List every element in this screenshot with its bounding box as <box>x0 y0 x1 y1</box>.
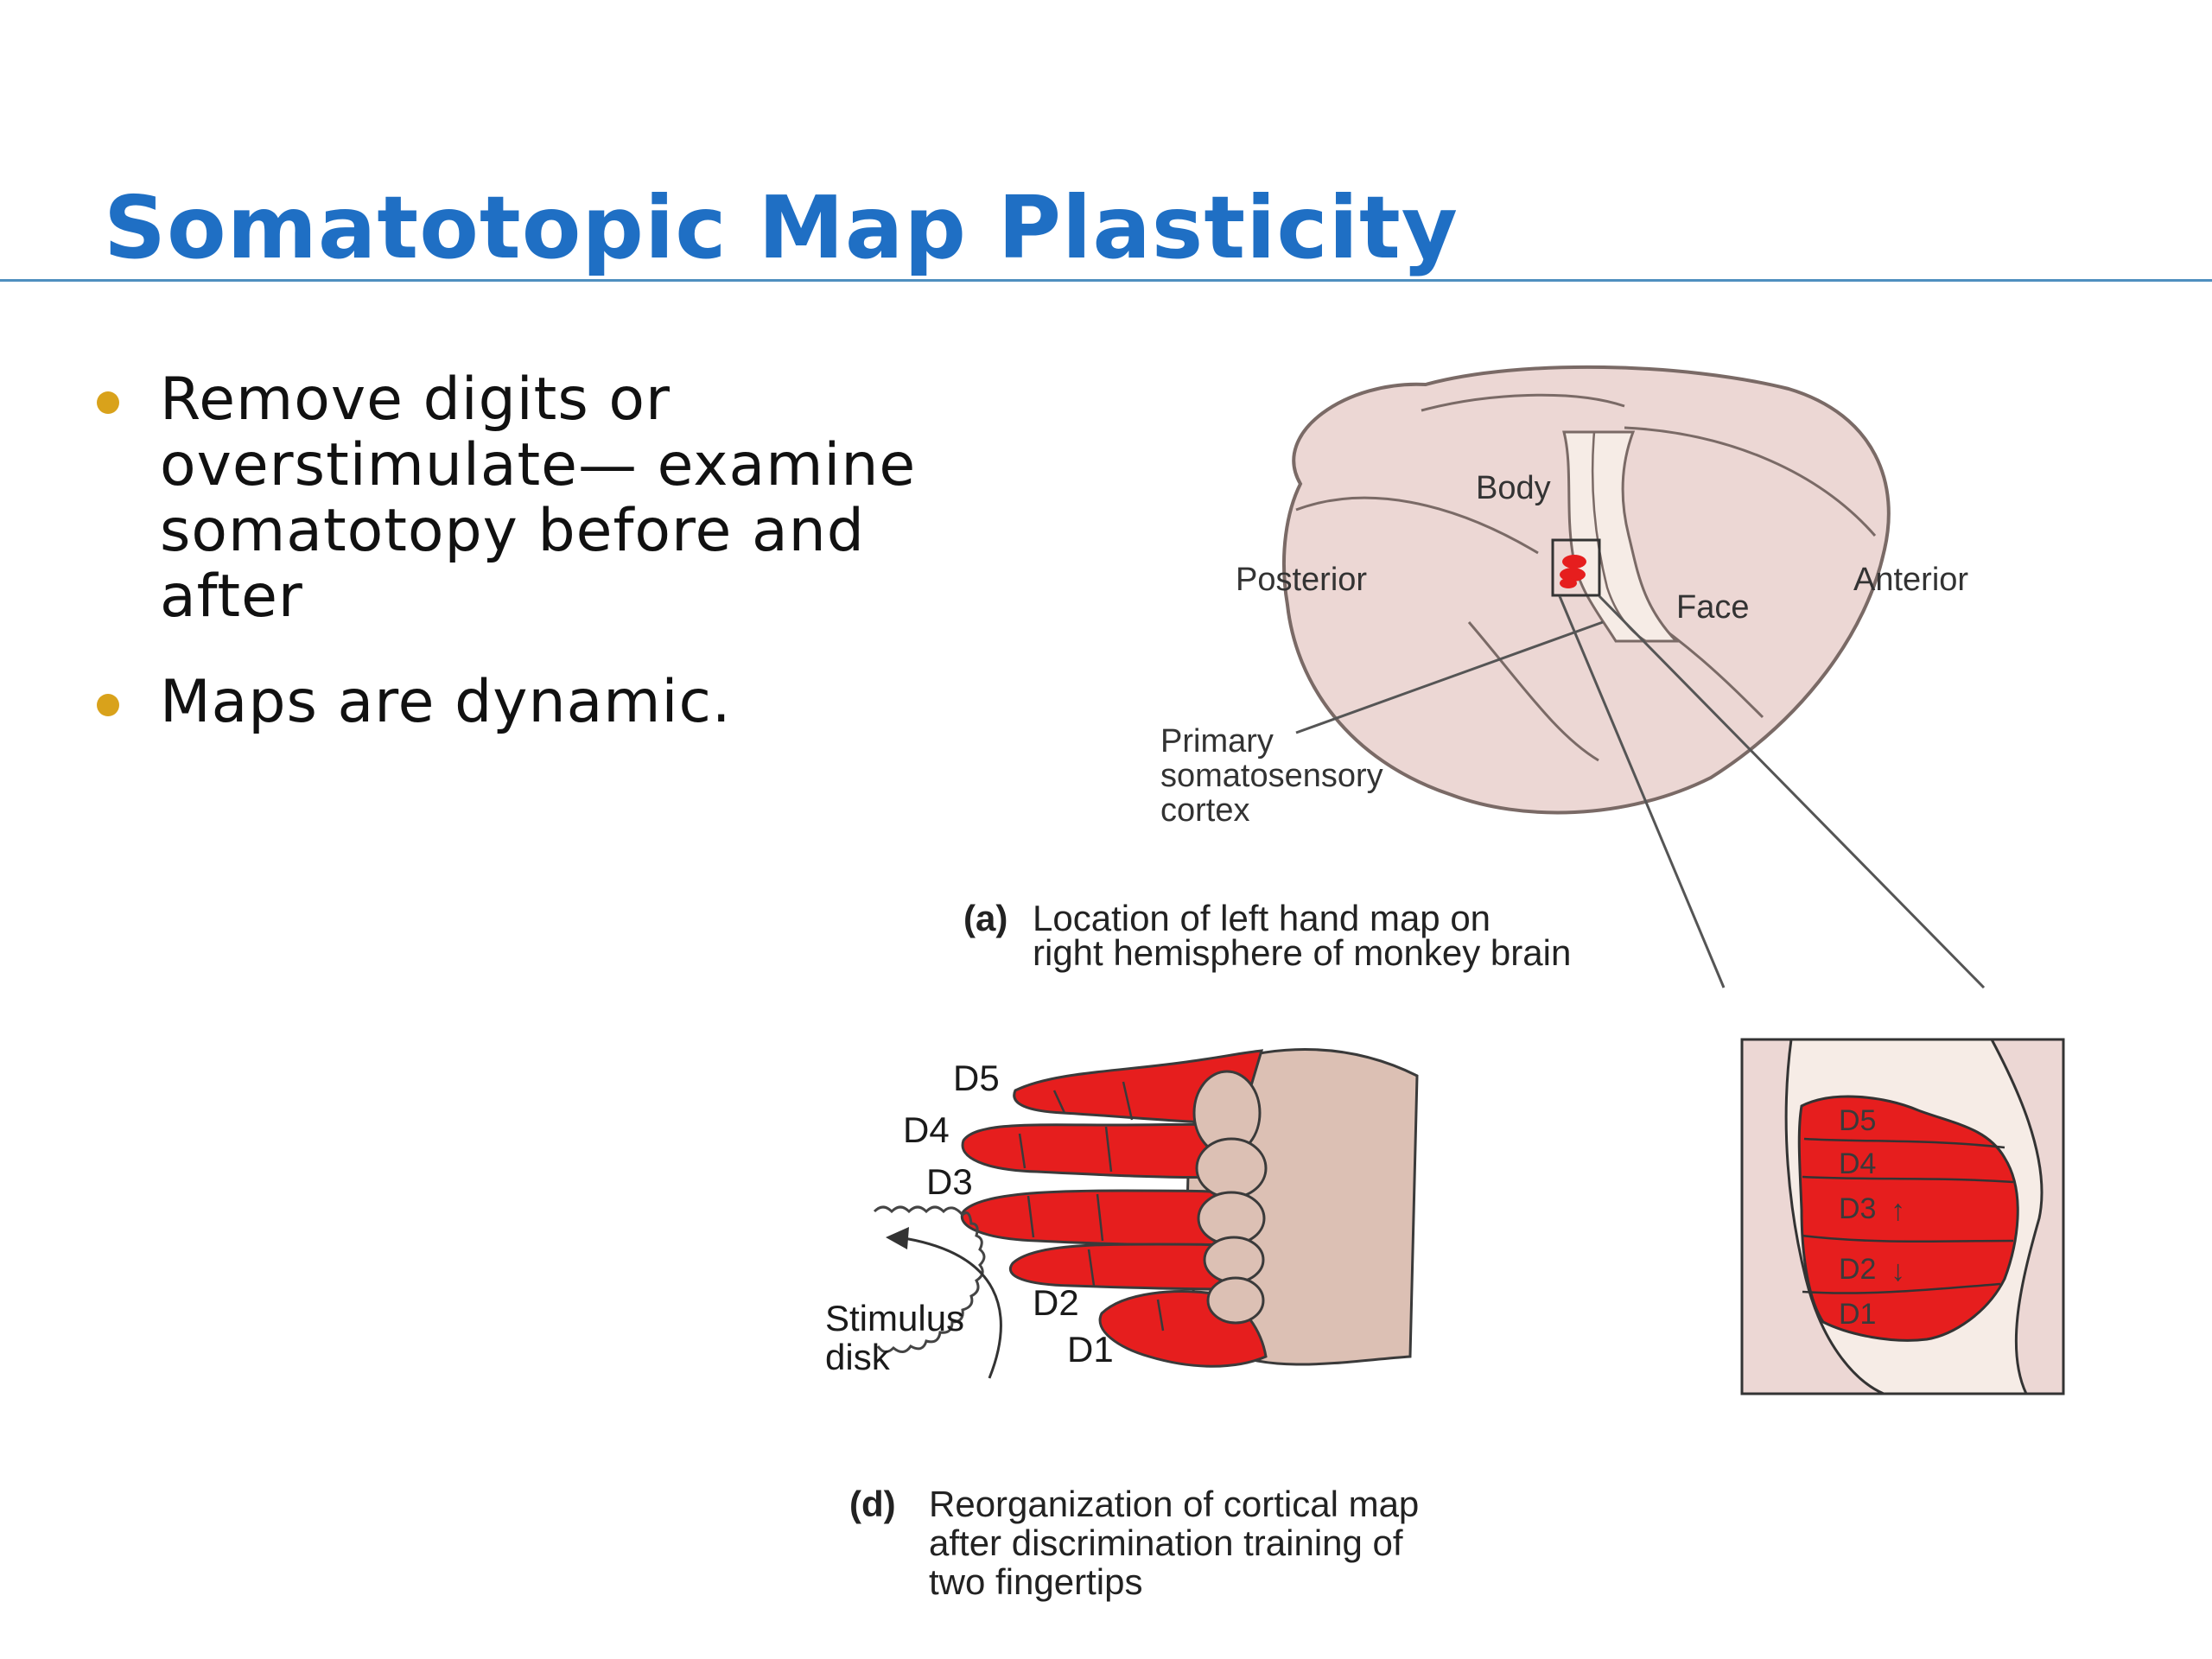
hand-map-box <box>1551 538 1601 597</box>
finger-d3 <box>960 1189 1229 1247</box>
bullet-marker <box>97 391 119 414</box>
slide-title: Somatotopic Map Plasticity <box>104 177 1459 278</box>
hand-label-d2: D2 <box>1033 1282 1079 1323</box>
hand-label-d1: D1 <box>1067 1329 1114 1370</box>
label-body: Body <box>1476 470 1551 506</box>
inset-label-d2: D2 <box>1839 1253 1876 1286</box>
label-cortex-1: Primary <box>1160 723 1274 760</box>
label-face: Face <box>1676 589 1749 626</box>
inset-label-d5: D5 <box>1839 1104 1876 1137</box>
stimulus-label-2: disk <box>825 1337 891 1377</box>
hand-label-d5: D5 <box>953 1058 1000 1098</box>
bullet-item: Remove digits or overstimulate— examine … <box>86 367 950 630</box>
bullet-list: Remove digits or overstimulate— examine … <box>86 367 950 775</box>
caption-a-letter: (a) <box>963 898 1007 938</box>
brain-diagram: Body Posterior Anterior Face Primary som… <box>963 365 1986 989</box>
label-posterior: Posterior <box>1236 562 1367 598</box>
bullet-item: Maps are dynamic. <box>86 670 950 735</box>
label-cortex-3: cortex <box>1160 792 1249 829</box>
hand-label-d4: D4 <box>903 1109 950 1150</box>
stimulus-label-1: Stimulus <box>825 1298 964 1338</box>
caption-d-line2: after discrimination training of <box>929 1522 1403 1563</box>
cortical-map-inset: D5 D4 D3 D2 D1 ↑ ↓ <box>1740 1038 2065 1395</box>
caption-d-letter: (d) <box>849 1484 896 1524</box>
caption-a-line1: Location of left hand map on <box>1033 898 1491 938</box>
caption-d-line1: Reorganization of cortical map <box>929 1484 1419 1524</box>
caption-d-line3: two fingertips <box>929 1561 1142 1602</box>
inset-red-map <box>1797 1095 2019 1342</box>
inset-label-d4: D4 <box>1839 1147 1876 1180</box>
bullet-text: Remove digits or overstimulate— examine … <box>160 365 917 631</box>
hand-label-d3: D3 <box>926 1161 973 1202</box>
stimulus-arrow <box>898 1236 1002 1379</box>
arrow-up-icon: ↑ <box>1891 1194 1905 1227</box>
label-cortex-2: somatosensory <box>1160 758 1383 794</box>
caption-a-line2: right hemisphere of monkey brain <box>1033 932 1571 973</box>
arrow-down-icon: ↓ <box>1891 1255 1905 1287</box>
hand-diagram: D5 D4 D3 D2 D1 Stimulus disk (d) Reorgan… <box>825 1048 1419 1602</box>
bullet-text: Maps are dynamic. <box>160 668 732 736</box>
title-divider <box>0 279 2212 282</box>
inset-label-d3: D3 <box>1839 1192 1876 1225</box>
finger-d4 <box>961 1122 1237 1179</box>
inset-label-d1: D1 <box>1839 1298 1876 1331</box>
bullet-marker <box>97 694 119 716</box>
label-anterior: Anterior <box>1853 562 1968 598</box>
stimulus-disk <box>873 1205 986 1353</box>
